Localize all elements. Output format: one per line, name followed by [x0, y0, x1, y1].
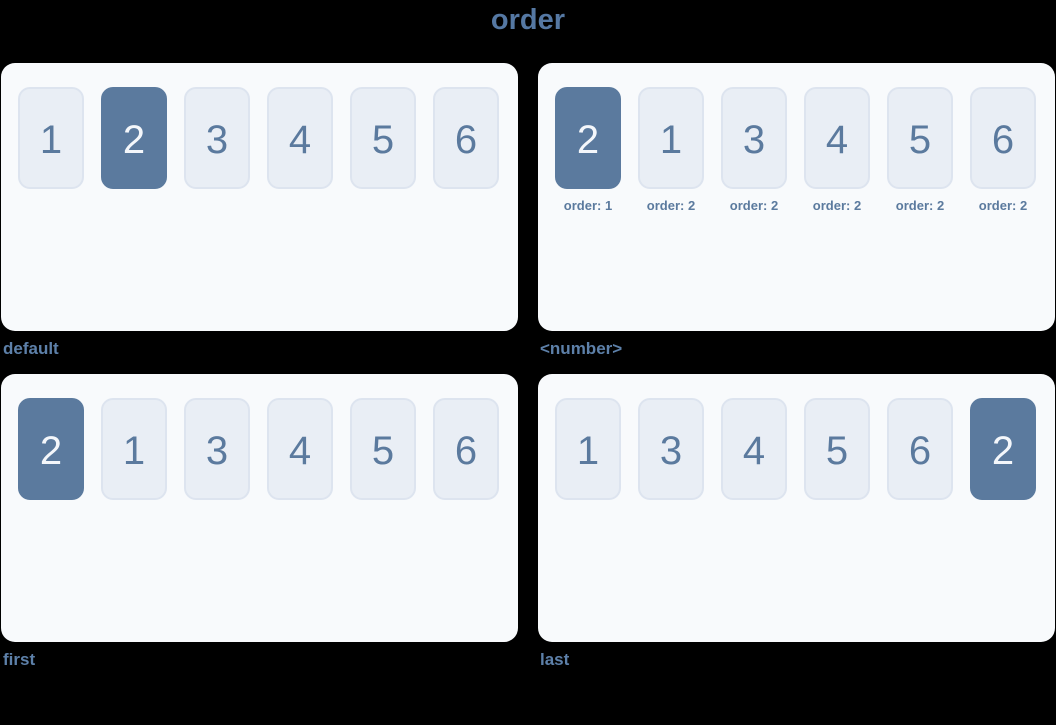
flex-container: 2 order: 1 1 order: 2 3 order: 2 4 order: 2 5 ord…	[555, 87, 1038, 213]
panel-label-first: first	[3, 650, 36, 669]
flex-item-wrapper: 4 order: 2	[804, 87, 870, 213]
flex-item-2: 2	[18, 398, 84, 500]
flex-item-3: 3	[184, 87, 250, 189]
flex-item-2: 2	[970, 398, 1036, 500]
flex-item-5: 5	[804, 398, 870, 500]
flex-item-6: 6	[433, 87, 499, 189]
order-value-label: order: 1	[563, 198, 613, 213]
order-value-label: order: 2	[729, 198, 779, 213]
flex-item-4: 4	[267, 398, 333, 500]
panel-label-number: <number>	[540, 339, 623, 358]
panel-label-last: last	[540, 650, 570, 669]
order-value-label: order: 2	[978, 198, 1028, 213]
flex-item-6: 6	[970, 87, 1036, 189]
order-value-label: order: 2	[646, 198, 696, 213]
panel-number: 2 order: 1 1 order: 2 3 order: 2 4 order: 2 5 ord…	[538, 63, 1055, 331]
order-value-label: order: 2	[812, 198, 862, 213]
flex-item-2: 2	[555, 87, 621, 189]
flex-item-wrapper: 5 order: 2	[887, 87, 953, 213]
flex-item-3: 3	[184, 398, 250, 500]
flex-item-3: 3	[721, 87, 787, 189]
flex-item-2: 2	[101, 87, 167, 189]
demo-number: 2 order: 1 1 order: 2 3 order: 2 4 order: 2 5 ord…	[538, 63, 1055, 374]
flex-item-5: 5	[887, 87, 953, 189]
flex-item-1: 1	[638, 87, 704, 189]
flex-item-3: 3	[638, 398, 704, 500]
flex-item-1: 1	[18, 87, 84, 189]
flex-item-wrapper: 3 order: 2	[721, 87, 787, 213]
flex-item-6: 6	[887, 398, 953, 500]
flex-item-4: 4	[804, 87, 870, 189]
flex-item-5: 5	[350, 87, 416, 189]
flex-item-wrapper: 1 order: 2	[638, 87, 704, 213]
flex-item-wrapper: 6 order: 2	[970, 87, 1036, 213]
flex-item-1: 1	[101, 398, 167, 500]
flex-item-4: 4	[721, 398, 787, 500]
flex-item-6: 6	[433, 398, 499, 500]
flex-item-1: 1	[555, 398, 621, 500]
flex-item-4: 4	[267, 87, 333, 189]
order-value-label: order: 2	[895, 198, 945, 213]
flex-item-5: 5	[350, 398, 416, 500]
page-title: order	[490, 4, 566, 36]
flex-item-wrapper: 2 order: 1	[555, 87, 621, 213]
panel-label-default: default	[3, 339, 59, 358]
